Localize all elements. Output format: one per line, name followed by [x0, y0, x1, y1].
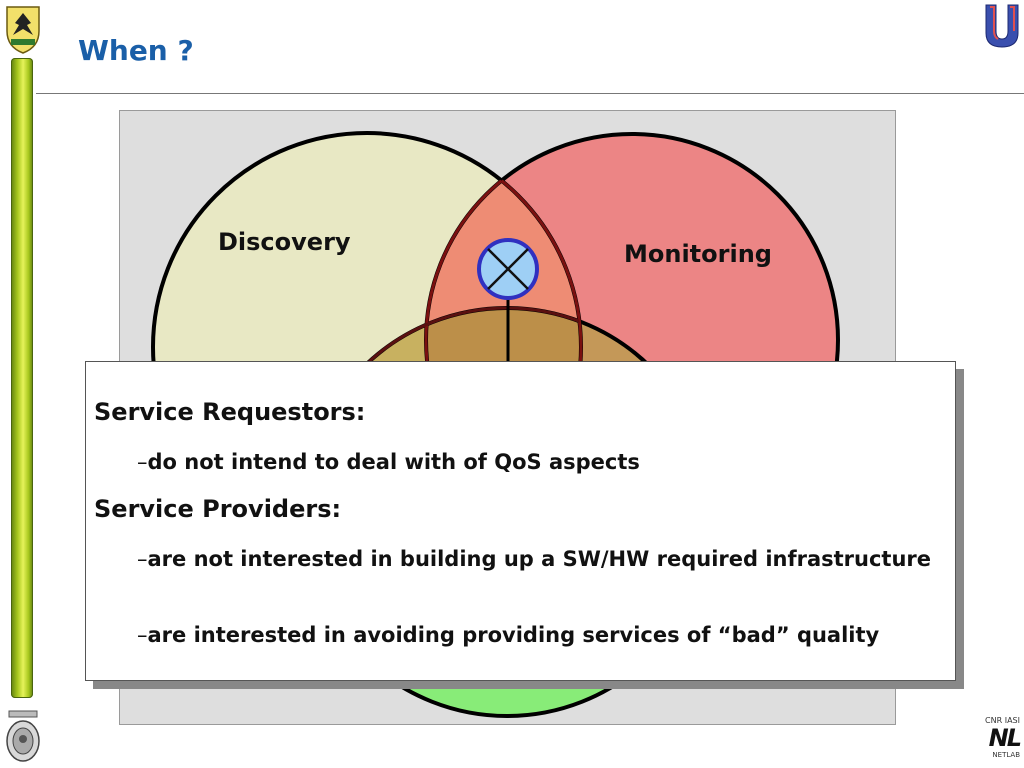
requestors-bullet: –do not intend to deal with of QoS aspec…: [137, 447, 937, 477]
providers-bullet-infrastructure-text: are not interested in building up a SW/H…: [147, 547, 932, 571]
discovery-label: Discovery: [218, 228, 351, 256]
netlab-logo-bottom-text: NETLAB: [992, 751, 1020, 759]
circled-x-icon: [477, 238, 539, 300]
bullet-dash: –: [137, 623, 148, 647]
title-divider: [36, 93, 1024, 94]
providers-bullet-quality: –are interested in avoiding providing se…: [137, 620, 937, 650]
service-requestors-heading: Service Requestors:: [94, 398, 366, 426]
providers-bullet-quality-text: are interested in avoiding providing ser…: [147, 623, 880, 647]
page-title: When ?: [78, 34, 194, 67]
requestors-bullet-text: do not intend to deal with of QoS aspect…: [147, 450, 640, 474]
monitoring-label: Monitoring: [624, 240, 772, 268]
cnr-iasi-netlab-logo: CNR IASI NL NETLAB: [972, 716, 1022, 766]
stakeholders-text-box: Service Requestors: –do not intend to de…: [85, 361, 956, 681]
university-u-logo-icon: [985, 4, 1019, 48]
bullet-dash: –: [137, 450, 148, 474]
providers-bullet-infrastructure: –are not interested in building up a SW/…: [137, 544, 937, 574]
netlab-logo-top-text: CNR IASI: [985, 716, 1020, 725]
discovery-inner-arc: [426, 134, 583, 546]
ornate-seal-icon: [6, 710, 40, 762]
netlab-logo-mid-text: NL: [988, 724, 1022, 752]
left-decorative-bar: [11, 58, 33, 698]
university-crest-icon: [6, 6, 40, 54]
bullet-dash: –: [137, 547, 148, 571]
monitoring-inner-arc: [424, 133, 581, 548]
service-providers-heading: Service Providers:: [94, 495, 342, 523]
